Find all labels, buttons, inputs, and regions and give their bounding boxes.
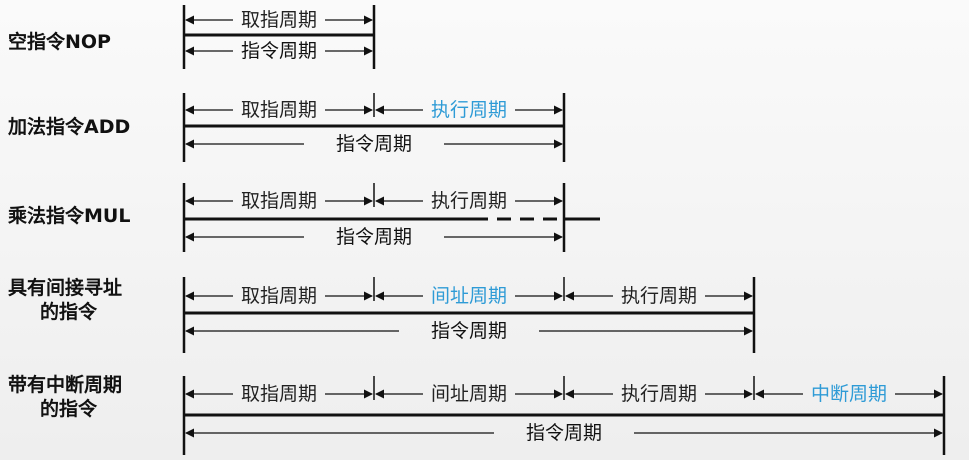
arrowhead-right: [934, 389, 943, 399]
instruction-cycle-label: 指令周期: [336, 133, 412, 155]
arrowhead-left: [185, 46, 194, 56]
arrowhead-right: [364, 291, 373, 301]
arrowhead-right: [364, 389, 373, 399]
arrowhead-right: [744, 326, 753, 336]
row-label-line: 乘法指令MUL: [8, 205, 131, 227]
arrowhead-left: [185, 196, 194, 206]
arrowhead-left: [185, 232, 194, 242]
instruction-cycle-label: 指令周期: [431, 320, 507, 342]
segment-label: 取指周期: [241, 9, 317, 31]
arrowhead-right: [554, 196, 563, 206]
arrowhead-left: [375, 389, 384, 399]
instruction-cycle-label: 指令周期: [241, 40, 317, 62]
arrowhead-right: [364, 105, 373, 115]
arrowhead-right: [554, 291, 563, 301]
row-label: 具有间接寻址的指令: [8, 276, 122, 324]
arrowhead-left: [185, 15, 194, 25]
row-label: 乘法指令MUL: [8, 204, 130, 228]
segment-label: 执行周期: [431, 190, 507, 212]
segment-label: 执行周期: [431, 99, 507, 121]
arrowhead-left: [185, 291, 194, 301]
row-label-line: 加法指令ADD: [8, 116, 131, 138]
arrowhead-right: [364, 196, 373, 206]
arrowhead-right: [744, 291, 753, 301]
arrowhead-left: [185, 105, 194, 115]
arrowhead-left: [565, 389, 574, 399]
arrowhead-right: [744, 389, 753, 399]
segment-label: 取指周期: [241, 383, 317, 405]
arrowhead-right: [364, 15, 373, 25]
row-label-line: 具有间接寻址: [8, 277, 123, 299]
arrowhead-right: [554, 139, 563, 149]
row-label: 加法指令ADD: [8, 115, 130, 139]
arrowhead-left: [185, 389, 194, 399]
row-label-line: 带有中断周期: [8, 374, 123, 396]
row-label-line: 的指令: [40, 398, 98, 420]
row-label: 空指令NOP: [8, 30, 111, 54]
segment-label: 取指周期: [241, 285, 317, 307]
segment-label: 执行周期: [621, 285, 697, 307]
arrowhead-left: [755, 389, 764, 399]
arrowhead-right: [934, 428, 943, 438]
arrowhead-right: [554, 389, 563, 399]
arrowhead-right: [554, 232, 563, 242]
segment-label: 取指周期: [241, 99, 317, 121]
segment-label: 取指周期: [241, 190, 317, 212]
arrowhead-left: [185, 139, 194, 149]
arrowhead-left: [375, 196, 384, 206]
row-label-line: 空指令NOP: [8, 31, 111, 53]
arrowhead-left: [375, 291, 384, 301]
arrowhead-left: [185, 428, 194, 438]
row-label: 带有中断周期的指令: [8, 373, 122, 421]
arrowhead-right: [364, 46, 373, 56]
arrowhead-left: [375, 105, 384, 115]
segment-label: 中断周期: [811, 383, 887, 405]
arrowhead-right: [554, 105, 563, 115]
instruction-cycle-label: 指令周期: [526, 422, 602, 444]
arrowhead-left: [185, 326, 194, 336]
instruction-cycle-label: 指令周期: [336, 226, 412, 248]
row-label-line: 的指令: [40, 301, 98, 323]
segment-label: 间址周期: [431, 285, 507, 307]
segment-label: 执行周期: [621, 383, 697, 405]
segment-label: 间址周期: [431, 383, 507, 405]
arrowhead-left: [565, 291, 574, 301]
